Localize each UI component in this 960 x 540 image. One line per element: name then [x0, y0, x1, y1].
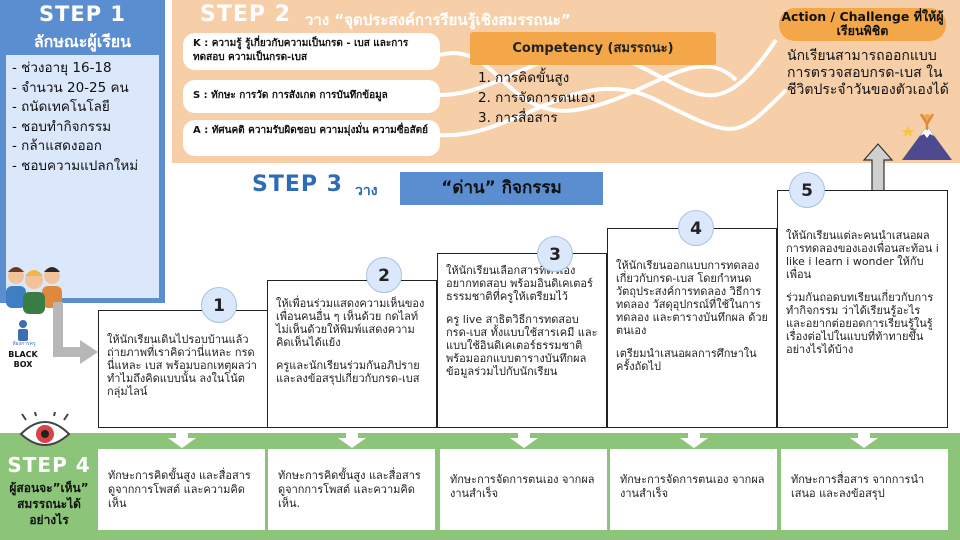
attitude-objective: A : ทัศนคติ ความรับผิดชอบ ความมุ่งมั่น ค…: [183, 120, 440, 156]
competency-item: 3. การสื่อสาร: [478, 110, 558, 126]
action-challenge-text: นักเรียนสามารถออกแบบการตรวจสอบกรด-เบส ใน…: [787, 48, 949, 98]
stage-number-3: 3: [537, 236, 573, 272]
step4-title: STEP 4: [7, 453, 91, 477]
step3-title: STEP 3: [252, 172, 343, 197]
step1-subtitle: ลักษณะผู้เรียน: [33, 32, 132, 51]
eye-icon: [19, 412, 71, 446]
learner-trait: - จำนวน 20-25 คน: [12, 79, 129, 96]
down-arrow-icon: [510, 430, 538, 448]
k-text: ความรู้ รู้เกี่ยวกับความเป็นกรด - เบส แล…: [193, 38, 409, 63]
k-label: K :: [193, 38, 209, 49]
step2-title: STEP 2: [200, 2, 291, 27]
learner-trait: - ช่วงอายุ 16-18: [12, 60, 112, 76]
stage-text: ครู live สาธิตวิธีการทดสอบกรด-เบส ทั้งแบ…: [446, 313, 598, 378]
stage-text: ให้นักเรียนเดินไปรอบบ้านแล้วถ่ายภาพที่เร…: [107, 333, 257, 398]
skill-objective: S : ทักษะ การวัด การสังเกต การบันทึกข้อม…: [183, 80, 440, 113]
step4-subtitle: ผู้สอนจะ”เห็น” สมรรถนะได้อย่างไร: [9, 481, 89, 527]
stage-number-5: 5: [789, 172, 825, 208]
down-arrow-icon: [680, 430, 708, 448]
kru-logo-text: ห้องการครู: [12, 341, 36, 347]
a-text: ทัศนคติ ความรับผิดชอบ ความมุ่งมั่น ความซ…: [211, 125, 429, 136]
s-label: S :: [193, 90, 208, 101]
stage-text: ครูและนักเรียนร่วมกันอภิปรายและลงข้อสรุป…: [276, 359, 420, 385]
stage-text: ให้เพื่อนร่วมแสดงความเห็นของเพื่อนคนอื่น…: [276, 297, 425, 349]
down-arrow-icon: [338, 430, 366, 448]
step2-subtitle: วาง “จุดประสงค์การรียนรู้เชิงสมรรถนะ”: [305, 11, 571, 29]
down-arrows: [168, 430, 878, 448]
learner-trait: - ชอบความแปลกใหม่: [12, 157, 139, 174]
blackbox-logo: BLACK BOX: [8, 350, 38, 369]
competency-item: 1. การคิดขั้นสูง: [478, 70, 570, 86]
stage-text: ให้นักเรียนออกแบบการทดลองเกี่ยวกับกรด-เบ…: [616, 259, 768, 337]
activity-stage-3: ให้นักเรียนเลือกสารที่ตัวเองอยากทดสอบ พร…: [437, 253, 607, 428]
stage-text: เตรียมนำเสนอผลการศึกษาในครั้งถัดไป: [616, 347, 757, 373]
kru-logo-icon: [18, 320, 28, 341]
s-text: ทักษะ การวัด การสังเกต การบันทึกข้อมูล: [211, 90, 388, 101]
activity-stage-2: ให้เพื่อนร่วมแสดงความเห็นของเพื่อนคนอื่น…: [267, 280, 437, 428]
learner-traits-list: - ช่วงอายุ 16-18 - จำนวน 20-25 คน - ถนัด…: [6, 55, 159, 298]
stage-text: ให้นักเรียนแต่ละคนนำเสนอผลการทดลองของเอง…: [786, 229, 939, 281]
learner-trait: - ถนัดเทคโนโลยี: [12, 99, 110, 115]
learner-trait: - กล้าแสดงออก: [12, 138, 102, 154]
learner-trait: - ชอบทำกิจกรรม: [12, 118, 112, 135]
stage-number-4: 4: [678, 210, 714, 246]
stage-number-2: 2: [366, 257, 402, 293]
a-label: A :: [193, 125, 209, 136]
competency-header: Competency (สมรรถนะ): [470, 32, 716, 65]
down-arrow-icon: [168, 430, 196, 448]
competency-evidence-1: ทักษะการคิดขั้นสูง และสื่อสาร ดูจากการโพ…: [98, 449, 265, 530]
competency-evidence-4: ทักษะการจัดการตนเอง จากผลงานสำเร็จ: [610, 449, 777, 530]
step3-subtitle: วาง: [355, 183, 378, 199]
students-icon: [6, 267, 62, 314]
up-arrow-icon: [862, 143, 894, 195]
competency-item: 2. การจัดการตนเอง: [478, 90, 596, 106]
stage-text: ให้นักเรียนเลือกสารที่ตัวเองอยากทดสอบ พร…: [446, 264, 593, 303]
mountain-victory-icon: [902, 113, 952, 160]
knowledge-objective: K : ความรู้ รู้เกี่ยวกับความเป็นกรด - เบ…: [183, 33, 440, 70]
stage-number-1: 1: [201, 287, 237, 323]
activity-stage-1: ให้นักเรียนเดินไปรอบบ้านแล้วถ่ายภาพที่เร…: [98, 310, 268, 428]
competency-evidence-2: ทักษะการคิดขั้นสูง และสื่อสาร ดูจากการโพ…: [268, 449, 435, 530]
competency-evidence-3: ทักษะการจัดการตนเอง จากผลงานสำเร็จ: [440, 449, 607, 530]
flow-arrow-icon: [53, 302, 98, 364]
down-arrow-icon: [850, 430, 878, 448]
step1-title: STEP 1: [38, 2, 127, 26]
activity-stages-badge: “ด่าน” กิจกรรม: [400, 172, 603, 205]
competency-list: 1. การคิดขั้นสูง 2. การจัดการตนเอง 3. กา…: [478, 68, 595, 128]
action-challenge-header: Action / Challenge ที่ให้ผู้เรียนพิชิต: [779, 8, 946, 41]
activity-stage-5: ให้นักเรียนแต่ละคนนำเสนอผลการทดลองของเอง…: [777, 190, 948, 428]
competency-evidence-5: ทักษะการสื่อสาร จากการนำเสนอ และลงข้อสรุ…: [781, 449, 948, 530]
activity-stage-4: ให้นักเรียนออกแบบการทดลองเกี่ยวกับกรด-เบ…: [607, 228, 777, 428]
stage-text: ร่วมกันถอดบทเรียนเกี่ยวกับการทำกิจกรรม ว…: [786, 291, 934, 356]
